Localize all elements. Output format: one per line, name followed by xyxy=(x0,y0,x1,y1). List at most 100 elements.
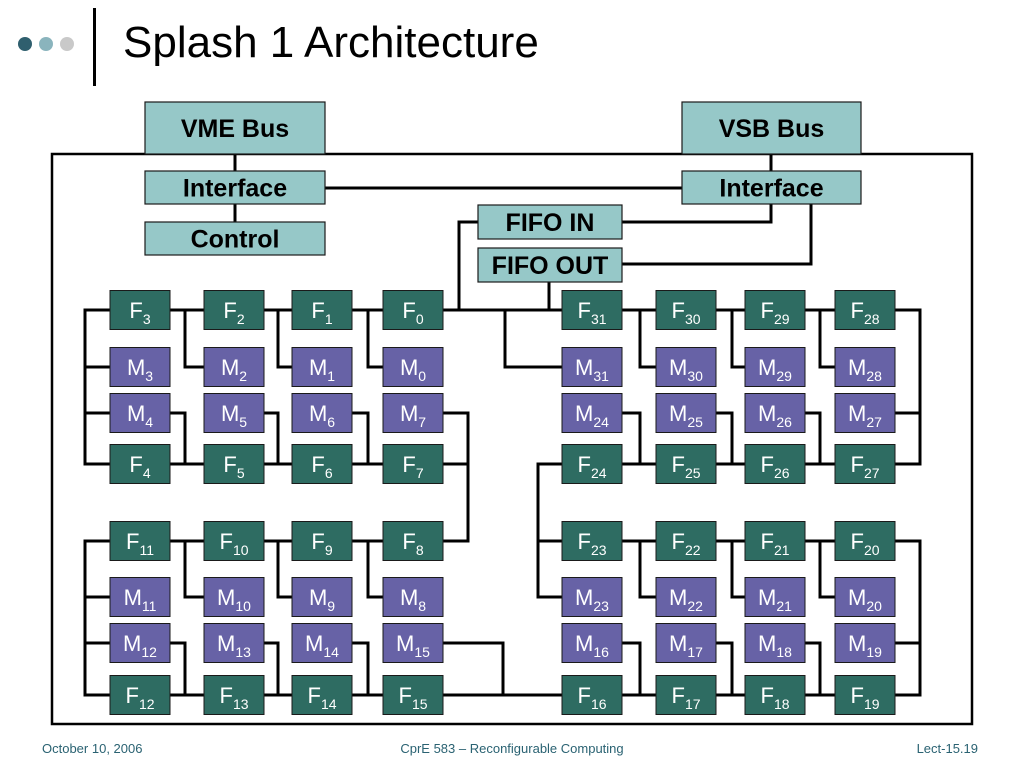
chip-label: M1 xyxy=(309,355,335,384)
f22-m21 xyxy=(714,539,747,599)
chip-label: M16 xyxy=(575,631,609,660)
f10-m9 xyxy=(262,539,294,599)
f21-m20 xyxy=(803,539,837,599)
memory-21: M21 xyxy=(744,577,806,617)
fpga-10: F10 xyxy=(203,521,265,561)
m4-f5 xyxy=(168,411,206,466)
chip-label: M31 xyxy=(575,355,609,384)
chip-label: M14 xyxy=(305,631,339,660)
chip-label: F20 xyxy=(850,529,879,558)
chip-label: M25 xyxy=(669,401,703,430)
fpga-23: F23 xyxy=(561,521,623,561)
memory-8: M8 xyxy=(382,577,444,617)
fpga-28: F28 xyxy=(834,290,896,330)
memory-20: M20 xyxy=(834,577,896,617)
title-divider xyxy=(93,8,96,86)
f3-m2 xyxy=(168,308,206,369)
chip-label: M30 xyxy=(669,355,703,384)
fpga-5: F5 xyxy=(203,444,265,484)
fpga-14: F14 xyxy=(291,675,353,715)
f2-m1 xyxy=(262,308,294,369)
f9-m8 xyxy=(350,539,385,599)
memory-24: M24 xyxy=(561,393,623,433)
chip-label: F6 xyxy=(311,452,332,481)
chip-label: M20 xyxy=(848,585,882,614)
connection-wires xyxy=(50,152,974,726)
fpga-2: F2 xyxy=(203,290,265,330)
chip-label: F27 xyxy=(850,452,879,481)
vme-bus-block-label: VME Bus xyxy=(181,115,289,143)
control-block-label: Control xyxy=(191,226,280,254)
chip-label: F31 xyxy=(577,298,606,327)
page-title: Splash 1 Architecture xyxy=(123,18,539,67)
chip-label: F2 xyxy=(223,298,244,327)
fpga-16: F16 xyxy=(561,675,623,715)
memory-3: M3 xyxy=(109,347,171,387)
chip-label: M23 xyxy=(575,585,609,614)
chip-label: M6 xyxy=(309,401,335,430)
fpga-27: F27 xyxy=(834,444,896,484)
chip-label: M8 xyxy=(400,585,426,614)
chip-label: F28 xyxy=(850,298,879,327)
f1-m0 xyxy=(350,308,385,369)
board-outline xyxy=(50,152,974,726)
memory-31: M31 xyxy=(561,347,623,387)
chip-label: M29 xyxy=(758,355,792,384)
fpga-8: F8 xyxy=(382,521,444,561)
fpga-9: F9 xyxy=(291,521,353,561)
chip-label: M24 xyxy=(575,401,609,430)
m13-f14 xyxy=(262,641,294,697)
m6-f7 xyxy=(350,411,385,466)
dot-light xyxy=(60,37,74,51)
chip-label: F19 xyxy=(850,683,879,712)
interface-to-fifo-out xyxy=(620,202,813,266)
chip-label: F16 xyxy=(577,683,606,712)
chip-label: M13 xyxy=(217,631,251,660)
m12-f13 xyxy=(168,641,206,697)
chip-label: M10 xyxy=(217,585,251,614)
memory-13: M13 xyxy=(203,623,265,663)
m24-f25 xyxy=(620,411,658,466)
fpga-22: F22 xyxy=(655,521,717,561)
chip-label: M19 xyxy=(848,631,882,660)
fpga-31: F31 xyxy=(561,290,623,330)
chip-label: M17 xyxy=(669,631,703,660)
fifo-in-block: FIFO IN xyxy=(477,204,623,240)
chip-label: M2 xyxy=(221,355,247,384)
chip-label: F0 xyxy=(402,298,423,327)
fpga-6: F6 xyxy=(291,444,353,484)
chip-label: F23 xyxy=(577,529,606,558)
fpga-21: F21 xyxy=(744,521,806,561)
fpga-12: F12 xyxy=(109,675,171,715)
chip-label: F25 xyxy=(671,452,700,481)
fpga-15: F15 xyxy=(382,675,444,715)
memory-4: M4 xyxy=(109,393,171,433)
chip-label: F5 xyxy=(223,452,244,481)
fpga-3: F3 xyxy=(109,290,171,330)
memory-29: M29 xyxy=(744,347,806,387)
chip-label: F14 xyxy=(307,683,336,712)
chip-label: F26 xyxy=(760,452,789,481)
interface-right-block-label: Interface xyxy=(719,175,823,203)
memory-30: M30 xyxy=(655,347,717,387)
chip-label: M7 xyxy=(400,401,426,430)
chip-label: M18 xyxy=(758,631,792,660)
memory-22: M22 xyxy=(655,577,717,617)
fpga-0: F0 xyxy=(382,290,444,330)
f24-f23 xyxy=(536,462,564,599)
memory-14: M14 xyxy=(291,623,353,663)
fpga-26: F26 xyxy=(744,444,806,484)
memory-15: M15 xyxy=(382,623,444,663)
chip-label: F29 xyxy=(760,298,789,327)
memory-1: M1 xyxy=(291,347,353,387)
m26-f27 xyxy=(803,411,837,466)
m17-f18 xyxy=(714,641,747,697)
memory-7: M7 xyxy=(382,393,444,433)
memory-27: M27 xyxy=(834,393,896,433)
chip-label: F22 xyxy=(671,529,700,558)
chip-label: M11 xyxy=(124,585,157,614)
f20-f19 xyxy=(893,539,922,697)
fpga-19: F19 xyxy=(834,675,896,715)
